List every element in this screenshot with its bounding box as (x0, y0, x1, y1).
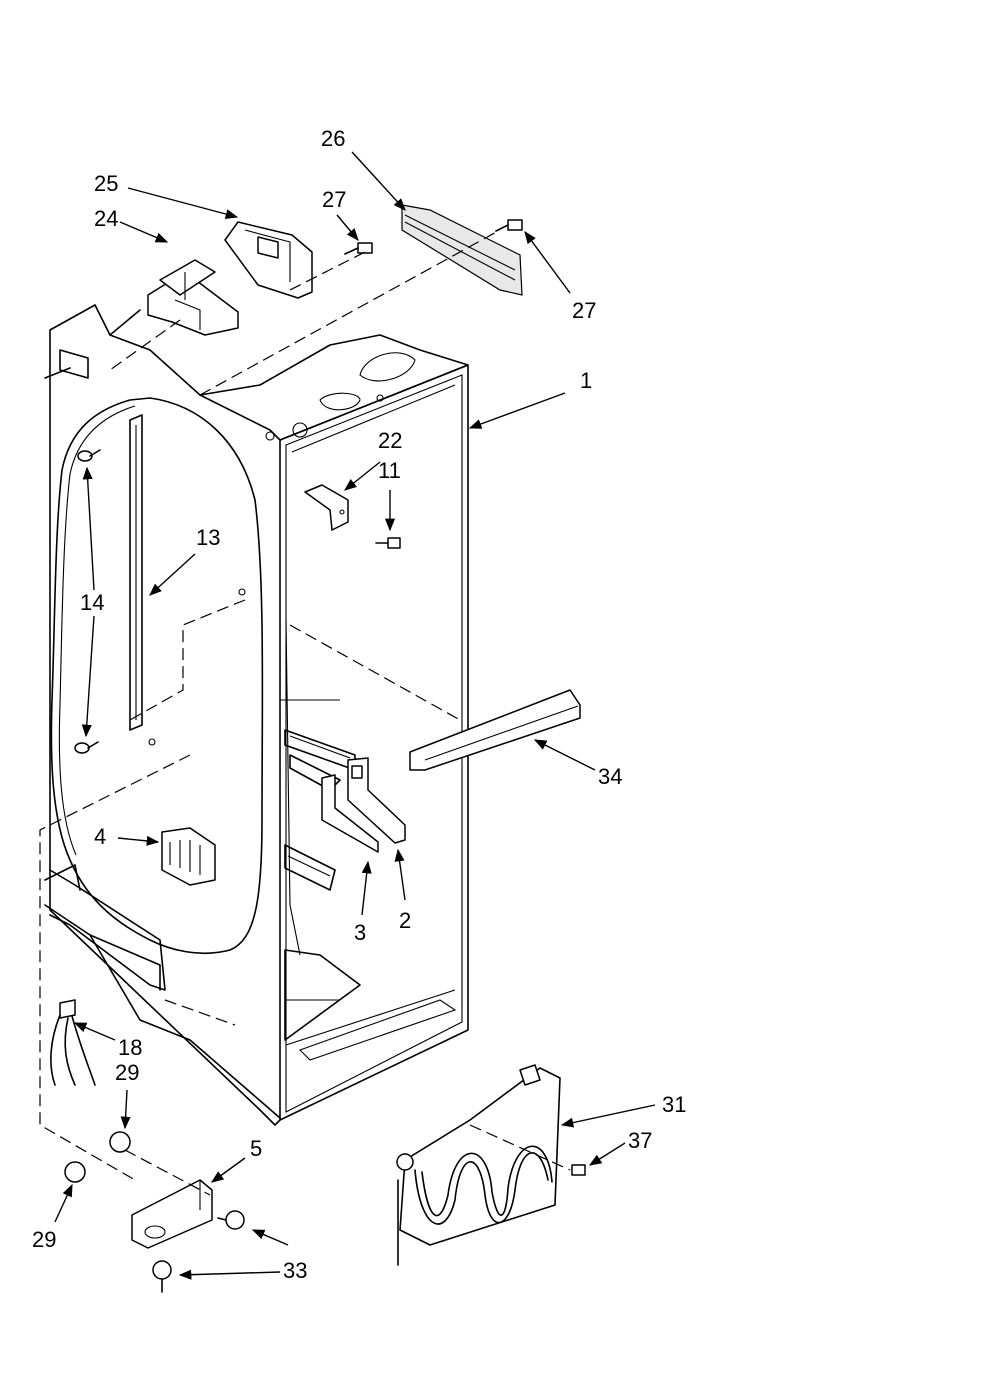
callout-24: 24 (94, 206, 119, 231)
fitting-part-29 (64, 1131, 131, 1183)
evaporator-part-31 (396, 1064, 586, 1266)
callout-29-lower: 29 (32, 1227, 57, 1252)
assembly-lines (39, 229, 571, 1196)
callout-4: 4 (94, 824, 107, 849)
callout-3: 3 (354, 920, 367, 945)
callout-22: 22 (378, 428, 403, 453)
screws-part-33 (152, 1210, 245, 1293)
callout-13: 13 (196, 525, 221, 550)
screws-part-14 (74, 449, 246, 754)
callout-14: 14 (80, 590, 105, 615)
callout-26: 26 (321, 126, 346, 151)
bracket-part-3 (321, 774, 379, 853)
callout-18: 18 (118, 1035, 143, 1060)
screws-part-27 (344, 219, 523, 255)
callout-27-top: 27 (322, 187, 347, 212)
callout-5: 5 (250, 1136, 263, 1161)
callout-37: 37 (628, 1128, 653, 1153)
callout-33: 33 (283, 1258, 308, 1283)
callout-31: 31 (662, 1092, 687, 1117)
callout-27-right: 27 (572, 298, 597, 323)
control-housing-part-24 (147, 259, 239, 336)
cover-part-25 (224, 221, 313, 299)
callout-2: 2 (399, 908, 412, 933)
callout-25: 25 (94, 171, 119, 196)
gasket-part-26 (401, 204, 523, 296)
wire-harness-part-18 (50, 999, 96, 1086)
drain-part-5 (131, 1179, 213, 1249)
callout-11: 11 (378, 458, 401, 483)
bracket-part-2 (347, 757, 406, 844)
callout-29-upper: 29 (115, 1060, 140, 1085)
cabinet-liner (44, 304, 469, 1126)
bracket-part-34 (409, 689, 581, 771)
rail-part-13 (129, 414, 143, 731)
control-part-4 (161, 827, 216, 886)
callout-1: 1 (580, 368, 593, 393)
callout-arrows (54, 151, 656, 1280)
bracket-part-22 (304, 484, 401, 549)
callout-34: 34 (598, 764, 623, 789)
